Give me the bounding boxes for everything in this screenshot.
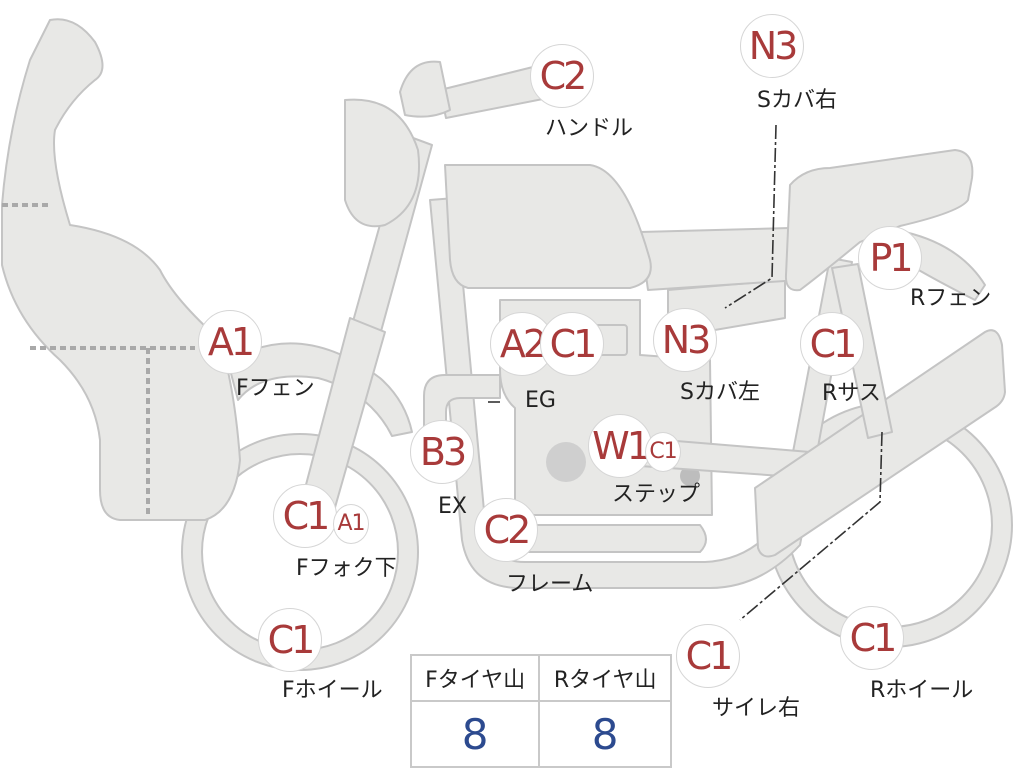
rear-fender-code-badge: P1 <box>858 226 922 290</box>
seat-cover-right-label: Sカバ右 <box>757 88 837 113</box>
rear-fender-shape <box>904 231 986 301</box>
front-fork-code-badge-1: C1 <box>273 484 337 548</box>
front-fender-label: Fフェン <box>236 376 315 401</box>
front-fender-shape <box>227 342 413 437</box>
rear-tire-header: Rタイヤ山 <box>538 654 672 702</box>
seat-cover-left-code-badge: N3 <box>653 308 717 372</box>
frame-label: フレーム <box>506 572 594 597</box>
front-wheel-code-badge: C1 <box>258 608 322 672</box>
exhaust-label: EX <box>438 494 467 519</box>
seat-cover-left-label: Sカバ左 <box>680 380 760 405</box>
exhaust-code-badge: B3 <box>410 420 474 484</box>
step-code-badge-1: W1 <box>588 414 652 478</box>
silencer-right-code-badge: C1 <box>676 624 740 688</box>
rear-suspension-code-badge: C1 <box>800 312 864 376</box>
rear-tire-value: 8 <box>538 700 672 768</box>
engine-code-badge-2: C1 <box>540 312 604 376</box>
seat-shape <box>784 149 974 292</box>
front-fork-code-badge-2: A1 <box>333 504 369 544</box>
front-tire-value: 8 <box>409 700 541 768</box>
rear-wheel-code-badge: C1 <box>840 606 904 670</box>
rear-wheel-label: Rホイール <box>870 678 974 703</box>
step-label: ステップ <box>612 482 701 507</box>
seat-cover-right-code-badge: N3 <box>740 14 804 78</box>
step-code-badge-2: C1 <box>645 432 681 472</box>
fairing-shape <box>1 18 241 521</box>
rear-fender-label: Rフェン <box>910 286 992 311</box>
silencer-right-label: サイレ右 <box>712 696 801 721</box>
silencer-shape <box>754 329 1006 558</box>
handle-code-badge: C2 <box>530 44 594 108</box>
front-tire-header: Fタイヤ山 <box>409 654 541 702</box>
seat-cover-right-leader <box>724 124 777 309</box>
headlight-shape <box>344 98 420 228</box>
handle-label: ハンドル <box>545 116 634 141</box>
engine-label: EG <box>525 388 556 413</box>
front-wheel-label: Fホイール <box>282 678 383 703</box>
front-fender-code-badge: A1 <box>198 310 262 374</box>
fuel-tank-shape <box>444 164 652 289</box>
silencer-right-leader <box>739 431 883 621</box>
front-fork-label: Fフォク下 <box>296 556 397 581</box>
tire-tread-table: Fタイヤ山 Rタイヤ山 8 8 <box>409 654 672 768</box>
exhaust-shape <box>423 374 501 433</box>
rear-suspension-label: Rサス <box>822 381 881 406</box>
frame-code-badge: C2 <box>474 498 538 562</box>
